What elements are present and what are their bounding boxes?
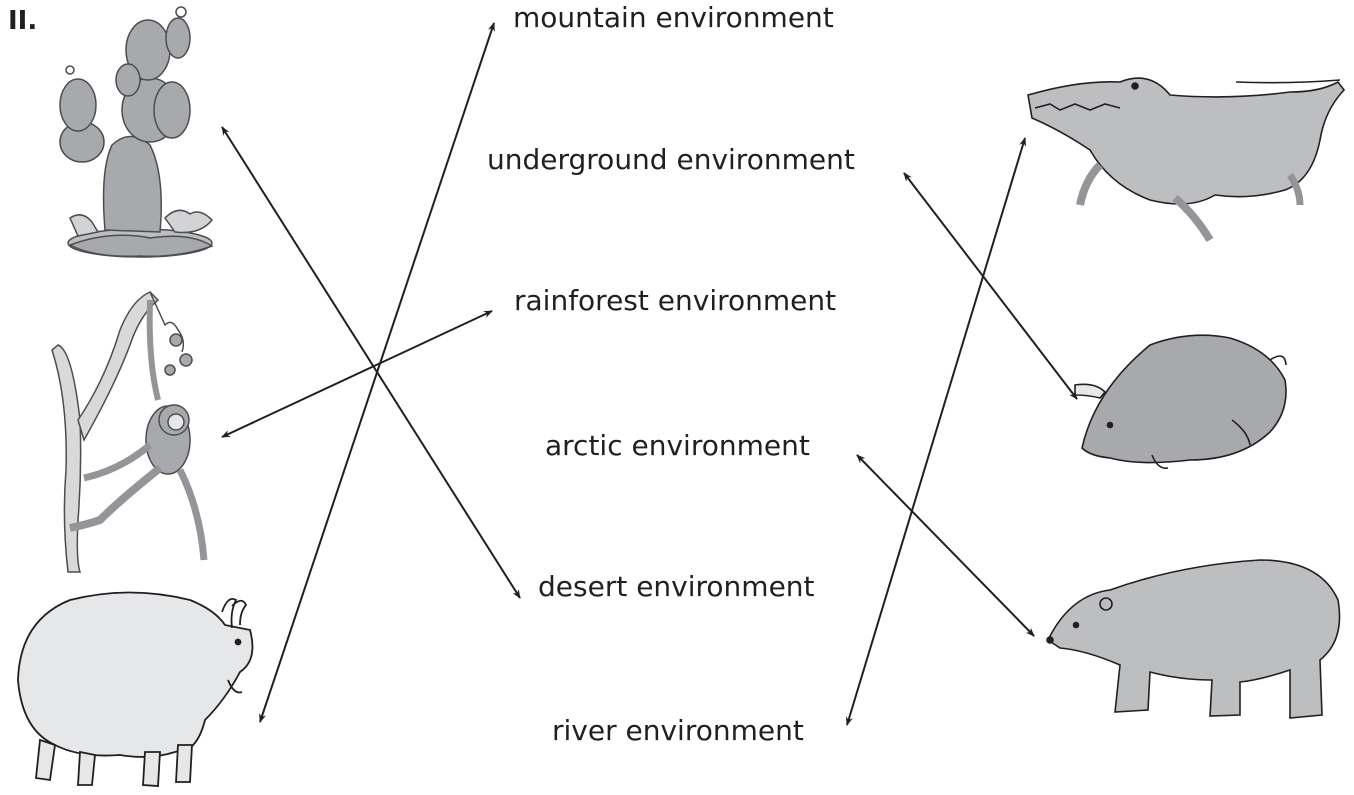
arrow-goat-mountain [259, 22, 495, 723]
river-environment-label: river environment [552, 714, 804, 747]
underground-environment-label: underground environment [487, 143, 855, 176]
arrow-monkey-rainforest [221, 310, 493, 438]
arrow-river-alligator [845, 137, 1027, 726]
mole-illustration [1074, 334, 1287, 470]
monkey-illustration [51, 291, 208, 573]
alligator-illustration [1027, 77, 1346, 243]
arrow-arctic-bear [856, 454, 1035, 637]
mountain-environment-label: mountain environment [513, 1, 834, 34]
desert-environment-label: desert environment [538, 570, 815, 603]
polar-bear-illustration [1046, 559, 1341, 719]
mountain-goat-illustration [17, 591, 254, 787]
arrow-underground-mole [903, 172, 1078, 400]
matching-arrows [221, 22, 1078, 726]
arctic-environment-label: arctic environment [545, 429, 810, 462]
section-label: II. [8, 6, 38, 36]
arrow-cactus-desert [221, 126, 521, 599]
cactus-illustration [59, 6, 214, 258]
rainforest-environment-label: rainforest environment [514, 284, 837, 317]
